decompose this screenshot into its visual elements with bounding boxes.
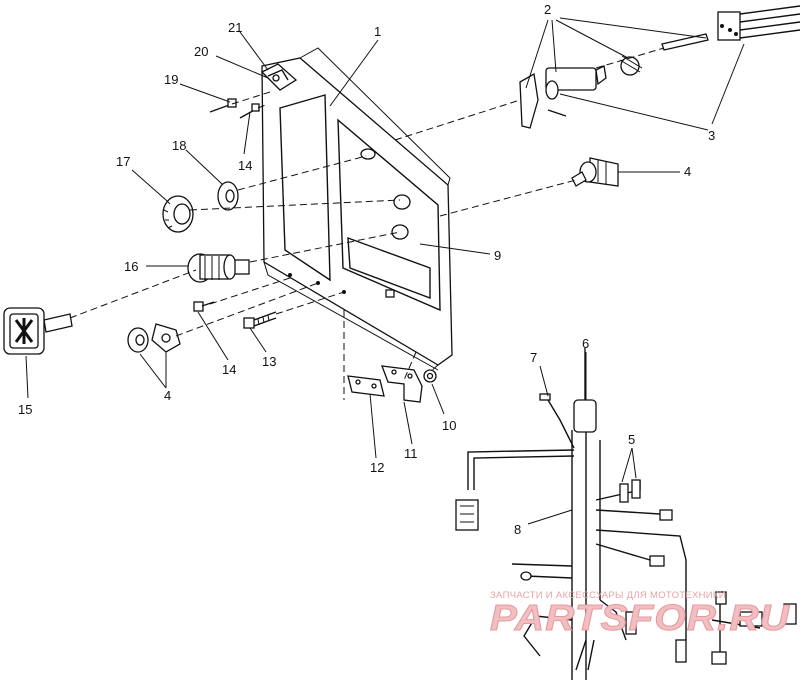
key-15 [3, 307, 73, 355]
assembly-lines [69, 47, 665, 400]
callout-16: 16 [124, 259, 138, 274]
callout-14-lower: 14 [222, 362, 236, 377]
callout-9: 9 [494, 248, 501, 263]
callout-19: 19 [164, 72, 178, 87]
toggle-switch-4 [571, 157, 619, 187]
bolt-13 [243, 311, 277, 329]
screw-19 [209, 98, 237, 113]
callout-1: 1 [374, 24, 381, 39]
callout-7: 7 [530, 350, 537, 365]
callout-21: 21 [228, 20, 242, 35]
callout-3: 3 [708, 128, 715, 143]
callout-15: 15 [18, 402, 32, 417]
bracket-11 [381, 365, 423, 403]
bracket-clip [260, 63, 298, 91]
grommet-4 [127, 323, 181, 353]
callout-20: 20 [194, 44, 208, 59]
screw-14-lower [193, 301, 215, 312]
callout-18: 18 [172, 138, 186, 153]
ignition-switch-16 [187, 253, 250, 283]
bracket-12 [347, 375, 385, 397]
nut-10 [423, 369, 437, 383]
switch-assembly-2-3 [519, 5, 800, 129]
callout-10: 10 [442, 418, 456, 433]
callout-labels: 1 2 3 4 4 5 6 7 8 9 10 11 12 13 14 14 15… [18, 2, 715, 537]
watermark-tagline: ЗАПЧАСТИ И АКСЕССУАРЫ ДЛЯ МОТОТЕХНИКИ [490, 590, 726, 601]
callout-4-right: 4 [684, 164, 691, 179]
wiring-harness [455, 348, 797, 680]
callout-11: 11 [404, 446, 418, 461]
callout-2: 2 [544, 2, 551, 17]
callout-5: 5 [628, 432, 635, 447]
callout-14-top: 14 [238, 158, 252, 173]
callout-17: 17 [116, 154, 130, 169]
callout-4-left: 4 [164, 388, 171, 403]
leader-lines [25, 17, 745, 525]
dash-panel [261, 47, 453, 371]
callout-13: 13 [262, 354, 276, 369]
callout-12: 12 [370, 460, 384, 475]
callout-8: 8 [514, 522, 521, 537]
callout-6: 6 [582, 336, 589, 351]
washer-18 [217, 181, 239, 211]
watermark: ЗАПЧАСТИ И АКСЕССУАРЫ ДЛЯ МОТОТЕХНИКИ PA… [490, 590, 790, 639]
watermark-brand: PARTSFOR.RU [490, 597, 790, 638]
nut-17 [162, 195, 194, 233]
